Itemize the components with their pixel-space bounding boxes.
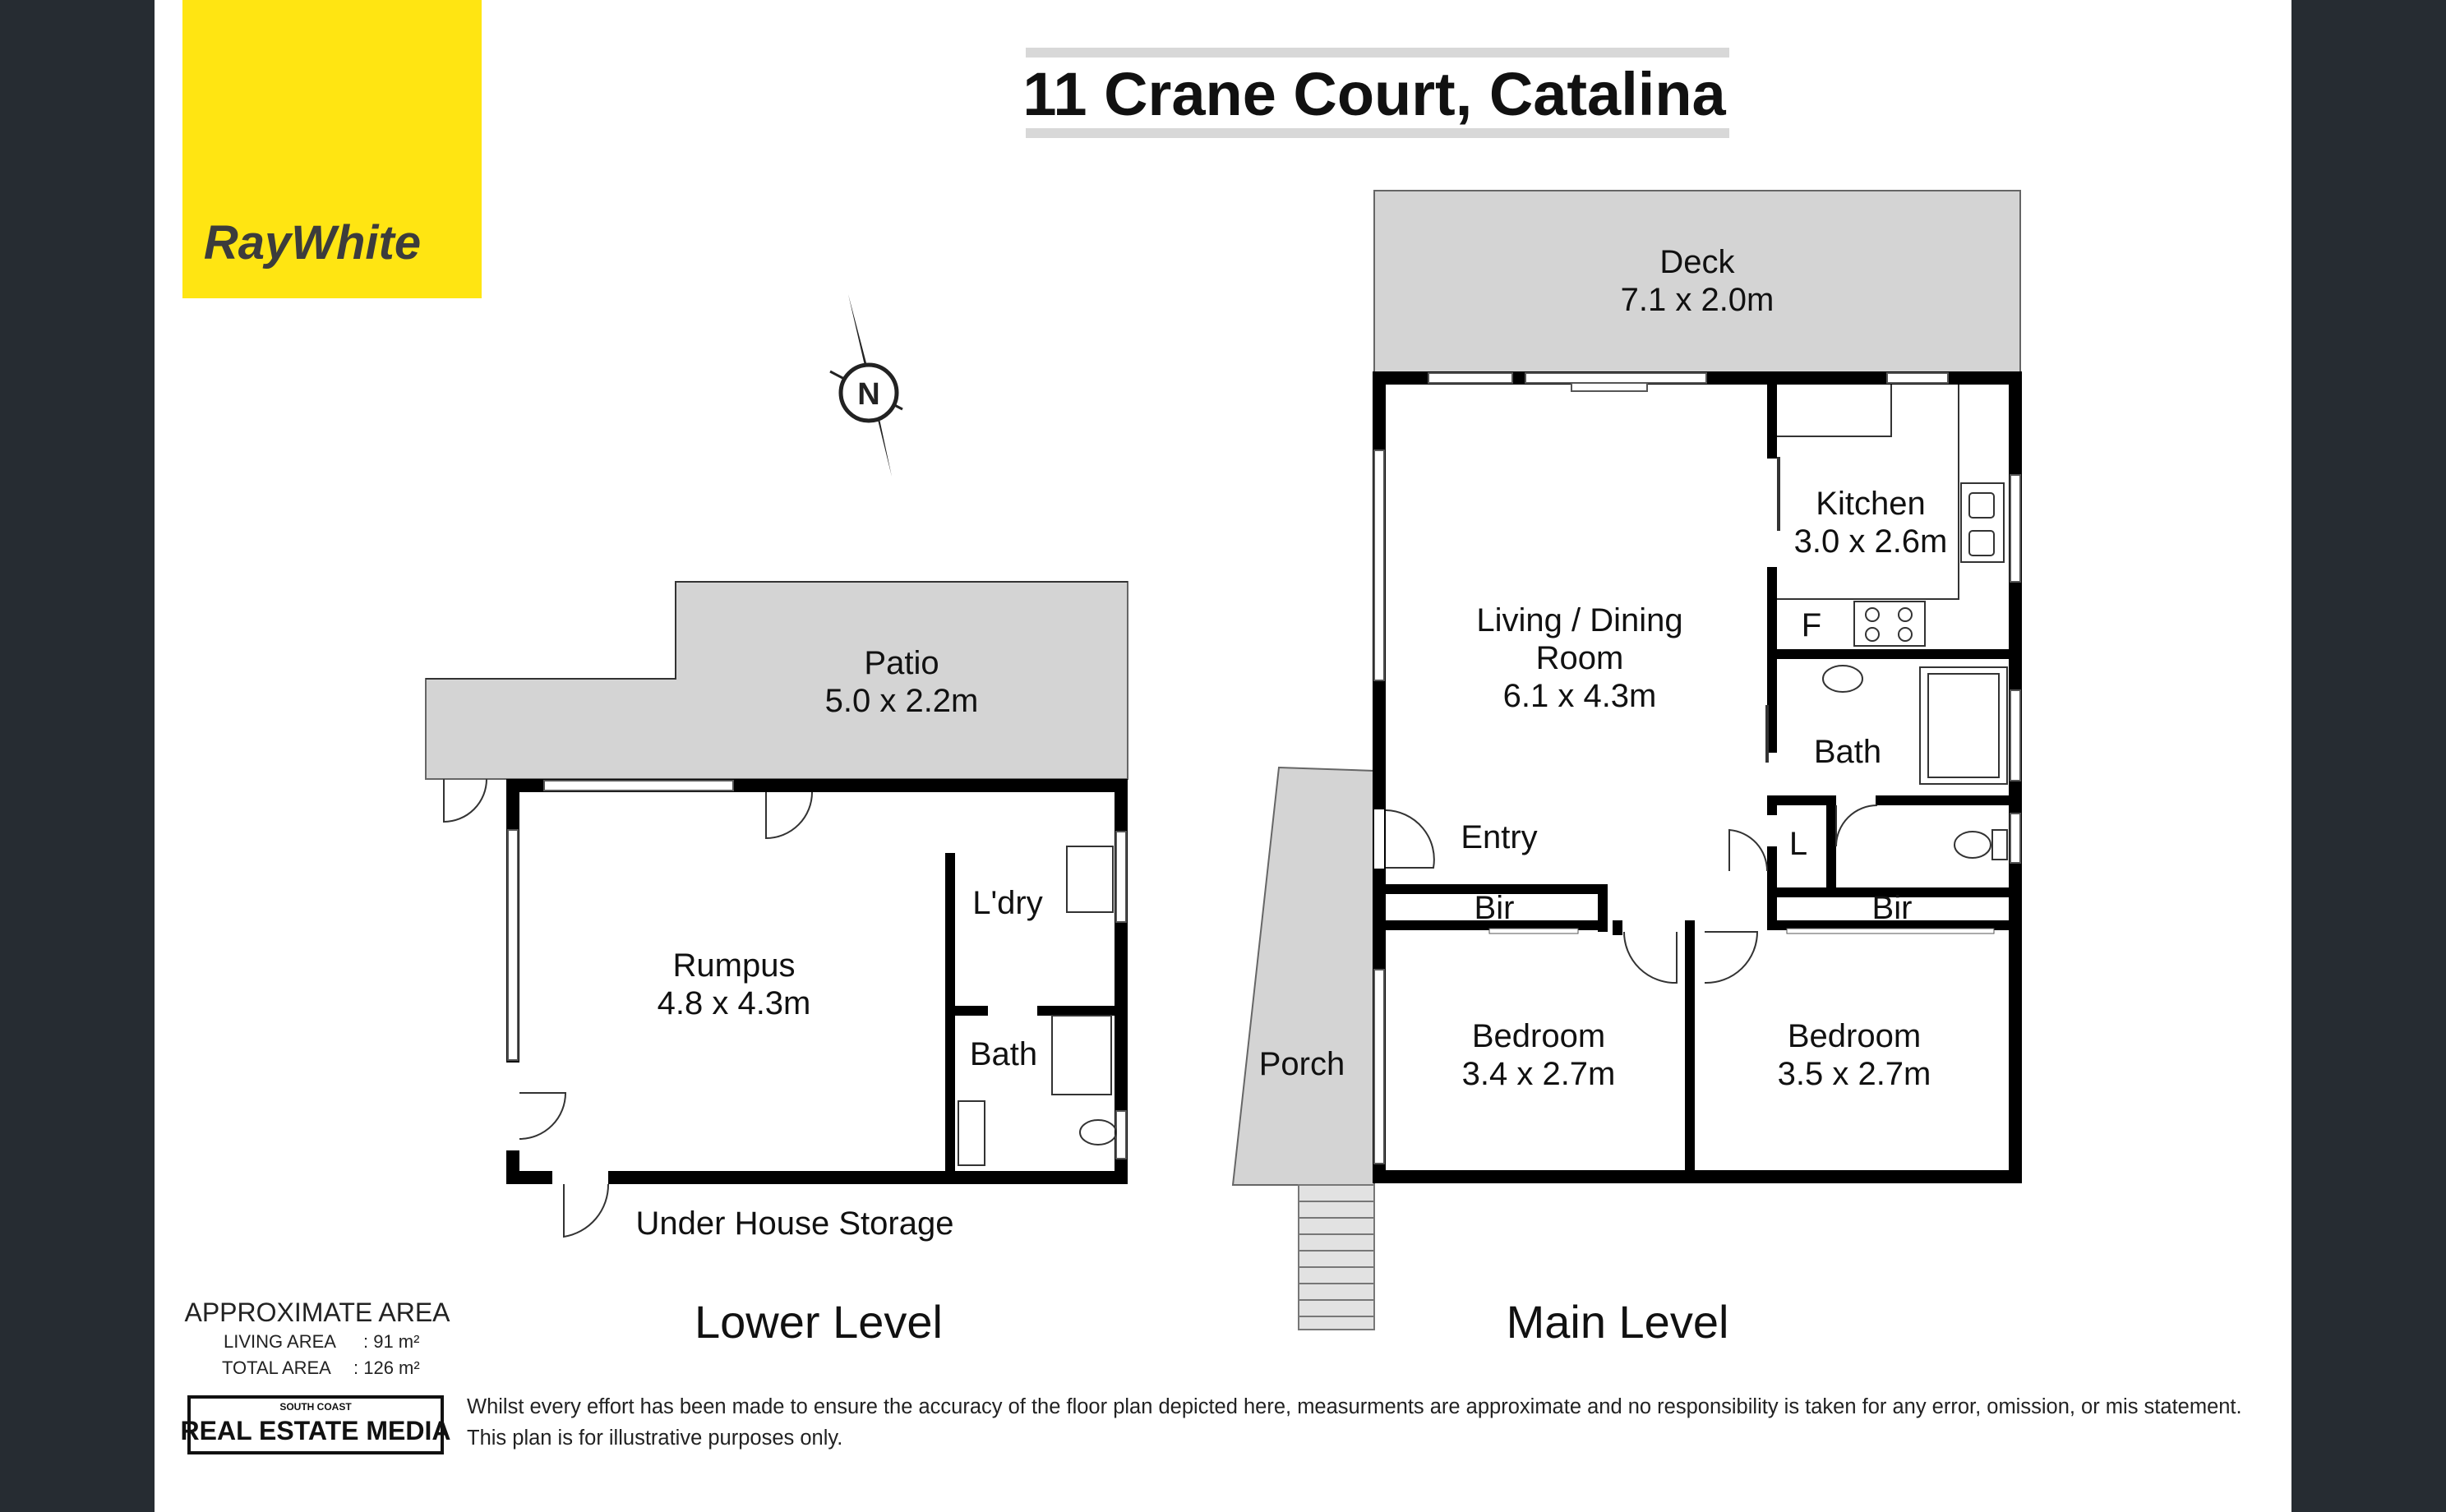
deck-area — [1373, 190, 2021, 374]
logo-text: RayWhite — [204, 216, 421, 270]
bir-right-label: Bir — [1872, 890, 1913, 926]
main-bath-label: Bath — [1814, 734, 1881, 770]
cooktop-icon — [1853, 601, 1926, 647]
compass-letter: N — [857, 377, 879, 412]
living-area-label: LIVING AREA — [224, 1331, 336, 1352]
bedroom1-door — [1623, 931, 1678, 984]
living-area-value: : 91 m² — [363, 1331, 419, 1352]
patio-label: Patio — [864, 645, 939, 681]
compass-icon: N — [829, 294, 903, 477]
living-label-2: Room — [1536, 640, 1624, 676]
rumpus-size: 4.8 x 4.3m — [658, 985, 811, 1021]
publisher-top: SOUTH COAST — [279, 1401, 352, 1413]
bir-left-label: Bir — [1475, 890, 1515, 926]
bathtub-icon — [1919, 666, 2008, 785]
lower-level-label: Lower Level — [695, 1296, 943, 1348]
publisher-main: REAL ESTATE MEDIA — [181, 1416, 451, 1445]
bedroom2-label: Bedroom — [1788, 1018, 1921, 1054]
deck-label: Deck — [1659, 244, 1735, 280]
disclaimer-line1: Whilst every effort has been made to ens… — [467, 1395, 2242, 1418]
sink-icon — [1960, 482, 2005, 563]
title-rule-top — [1026, 48, 1729, 58]
kitchen-label: Kitchen — [1816, 486, 1925, 522]
basin-icon — [1822, 665, 1863, 693]
deck-size: 7.1 x 2.0m — [1621, 282, 1775, 318]
publisher-logo: SOUTH COAST REAL ESTATE MEDIA — [181, 1395, 451, 1454]
page-title: 11 Crane Court, Catalina — [1022, 60, 1726, 128]
living-label-1: Living / Dining — [1476, 602, 1682, 638]
patio-door — [443, 778, 487, 823]
bedroom2-size: 3.5 x 2.7m — [1778, 1056, 1931, 1092]
toilet-icon — [1954, 829, 2008, 860]
total-area-label: TOTAL AREA — [222, 1358, 331, 1378]
main-level-plan: Deck 7.1 x 2.0m Kitchen 3.0 x 2.6m F Liv… — [1231, 190, 2022, 1330]
disclaimer-line2: This plan is for illustrative purposes o… — [467, 1427, 842, 1450]
total-area-value: : 126 m² — [353, 1358, 420, 1378]
bedroom2-door — [1704, 931, 1759, 984]
entry-label: Entry — [1461, 819, 1537, 855]
porch-stairs — [1298, 1184, 1375, 1330]
main-level-label: Main Level — [1507, 1296, 1729, 1348]
lower-bath-label: Bath — [970, 1036, 1037, 1072]
kitchen-size: 3.0 x 2.6m — [1794, 523, 1948, 560]
rumpus-label: Rumpus — [673, 947, 796, 984]
logo-yellow-square — [182, 0, 482, 298]
raywhite-logo: RayWhite — [182, 0, 482, 298]
title-block: 11 Crane Court, Catalina — [1022, 48, 1729, 138]
approximate-area-block: APPROXIMATE AREA LIVING AREA : 91 m² TOT… — [184, 1298, 450, 1378]
lower-level-plan: Patio 5.0 x 2.2m Rumpus 4.8 x 4.3m L'dry… — [425, 581, 1128, 1242]
living-size: 6.1 x 4.3m — [1503, 678, 1657, 714]
porch-label: Porch — [1259, 1046, 1345, 1082]
title-rule-bottom — [1026, 128, 1729, 138]
laundry-label: L'dry — [972, 885, 1042, 921]
patio-size: 5.0 x 2.2m — [825, 683, 979, 719]
bedroom1-size: 3.4 x 2.7m — [1462, 1056, 1616, 1092]
area-heading: APPROXIMATE AREA — [184, 1298, 450, 1327]
linen-label: L — [1789, 826, 1807, 862]
fridge-label: F — [1802, 607, 1821, 643]
entry-door — [1385, 809, 1435, 869]
storage-label: Under House Storage — [636, 1205, 954, 1242]
bedroom1-label: Bedroom — [1472, 1018, 1605, 1054]
